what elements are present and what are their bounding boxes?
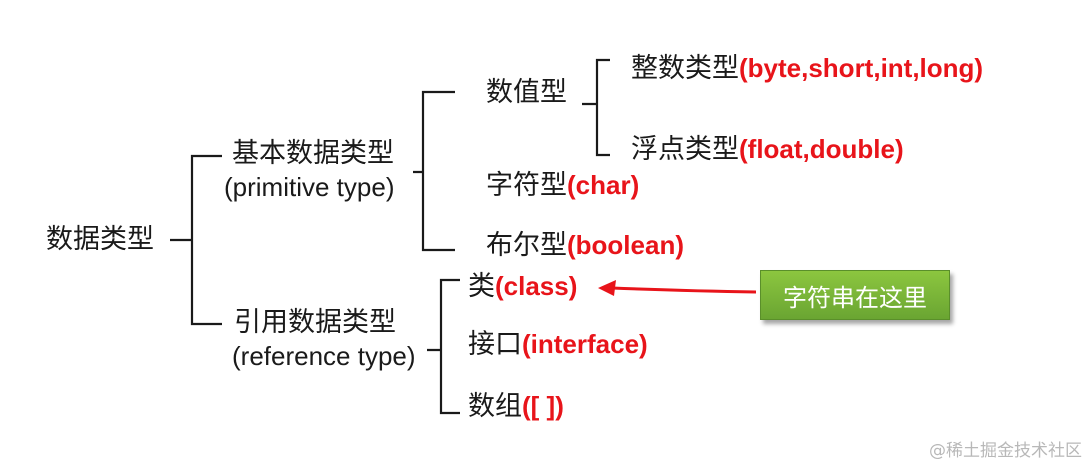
root-label: 数据类型 [46, 224, 154, 255]
watermark: @稀土掘金技术社区 [929, 441, 1082, 461]
array-node: 数组([ ]) [468, 393, 564, 420]
interface-node: 接口(interface) [468, 331, 648, 358]
boolean-label-zh: 布尔型 [486, 230, 567, 261]
char-label-en: (char) [567, 170, 640, 200]
class-node: 类(class) [468, 273, 577, 300]
char-node: 字符型(char) [486, 172, 639, 199]
boolean-label-en: (boolean) [567, 230, 684, 260]
integer-label-en: (byte,short,int,long) [739, 53, 984, 83]
float-label-en: (float,double) [739, 134, 904, 164]
array-label-en: ([ ]) [522, 391, 564, 421]
float-label-zh: 浮点类型 [631, 134, 739, 165]
primitive-label-zh: 基本数据类型 [232, 138, 394, 169]
class-label-en: (class) [495, 271, 578, 301]
array-label-zh: 数组 [468, 391, 522, 422]
integer-label-zh: 整数类型 [631, 53, 739, 84]
string-callout-box: 字符串在这里 [760, 270, 950, 320]
boolean-node: 布尔型(boolean) [486, 232, 684, 259]
primitive-bracket [413, 90, 455, 252]
char-label-zh: 字符型 [486, 170, 567, 201]
numeric-label: 数值型 [486, 77, 567, 108]
reference-label-zh: 引用数据类型 [234, 307, 396, 338]
numeric-bracket [582, 58, 610, 157]
reference-label-en: (reference type) [232, 341, 416, 371]
primitive-label-en: (primitive type) [224, 172, 395, 202]
interface-label-zh: 接口 [468, 329, 522, 360]
integer-node: 整数类型(byte,short,int,long) [631, 55, 983, 82]
reference-bracket [427, 278, 460, 415]
float-node: 浮点类型(float,double) [631, 136, 904, 163]
interface-label-en: (interface) [522, 329, 648, 359]
root-bracket [170, 154, 222, 326]
callout-arrow [598, 280, 757, 296]
class-label-zh: 类 [468, 271, 495, 302]
